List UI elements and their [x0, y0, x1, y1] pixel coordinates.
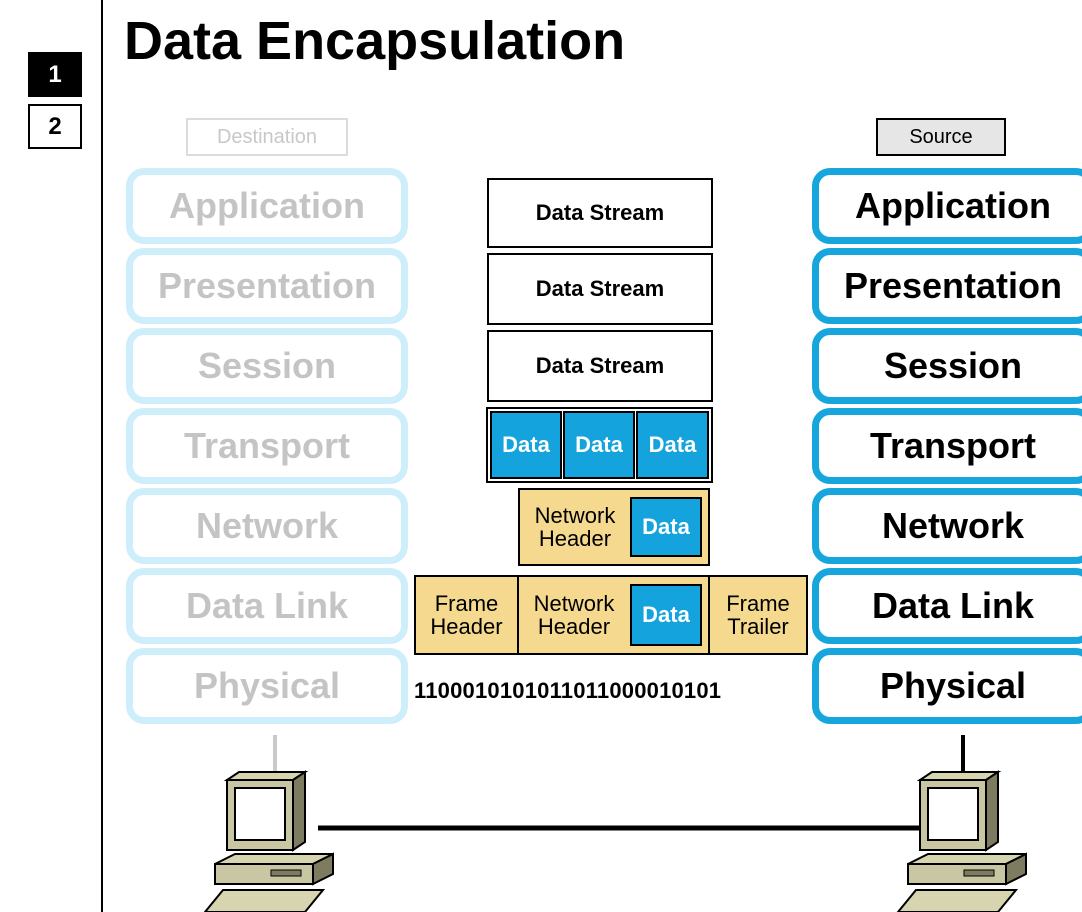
source-layer-presentation: Presentation	[812, 248, 1082, 324]
step-2-button[interactable]: 2	[28, 104, 82, 149]
source-layer-network: Network	[812, 488, 1082, 564]
packet-data: Data	[630, 497, 702, 557]
packet-network-header: Network Header	[534, 502, 616, 551]
destination-layer-network: Network	[126, 488, 408, 564]
destination-layer-physical: Physical	[126, 648, 408, 724]
frame-trailer: Frame Trailer	[708, 577, 806, 653]
computer-icon	[203, 770, 334, 912]
destination-layer-data-link: Data Link	[126, 568, 408, 644]
presentation-data-stream: Data Stream	[487, 253, 713, 325]
destination-layer-presentation: Presentation	[126, 248, 408, 324]
frame	[414, 575, 808, 655]
source-layer-application: Application	[812, 168, 1082, 244]
frame-network-header: Network Header	[533, 590, 615, 639]
frame-data: Data	[630, 584, 702, 646]
application-data-stream: Data Stream	[487, 178, 713, 248]
destination-layer-session: Session	[126, 328, 408, 404]
step-panel	[0, 0, 103, 912]
step-1-button[interactable]: 1	[28, 52, 82, 97]
source-layer-data-link: Data Link	[812, 568, 1082, 644]
session-data-stream: Data Stream	[487, 330, 713, 402]
source-layer-physical: Physical	[812, 648, 1082, 724]
computer-icon	[896, 770, 1027, 912]
source-label: Source	[876, 118, 1006, 156]
source-layer-transport: Transport	[812, 408, 1082, 484]
segment-data-2: Data	[563, 411, 635, 479]
source-layer-session: Session	[812, 328, 1082, 404]
destination-layer-transport: Transport	[126, 408, 408, 484]
page-title: Data Encapsulation	[124, 11, 626, 71]
physical-bits: 1100010101011011000010101	[414, 678, 722, 703]
frame-header: Frame Header	[416, 577, 519, 653]
segment-data-3: Data	[636, 411, 709, 479]
destination-layer-application: Application	[126, 168, 408, 244]
destination-label: Destination	[186, 118, 348, 156]
segment-data-1: Data	[490, 411, 562, 479]
